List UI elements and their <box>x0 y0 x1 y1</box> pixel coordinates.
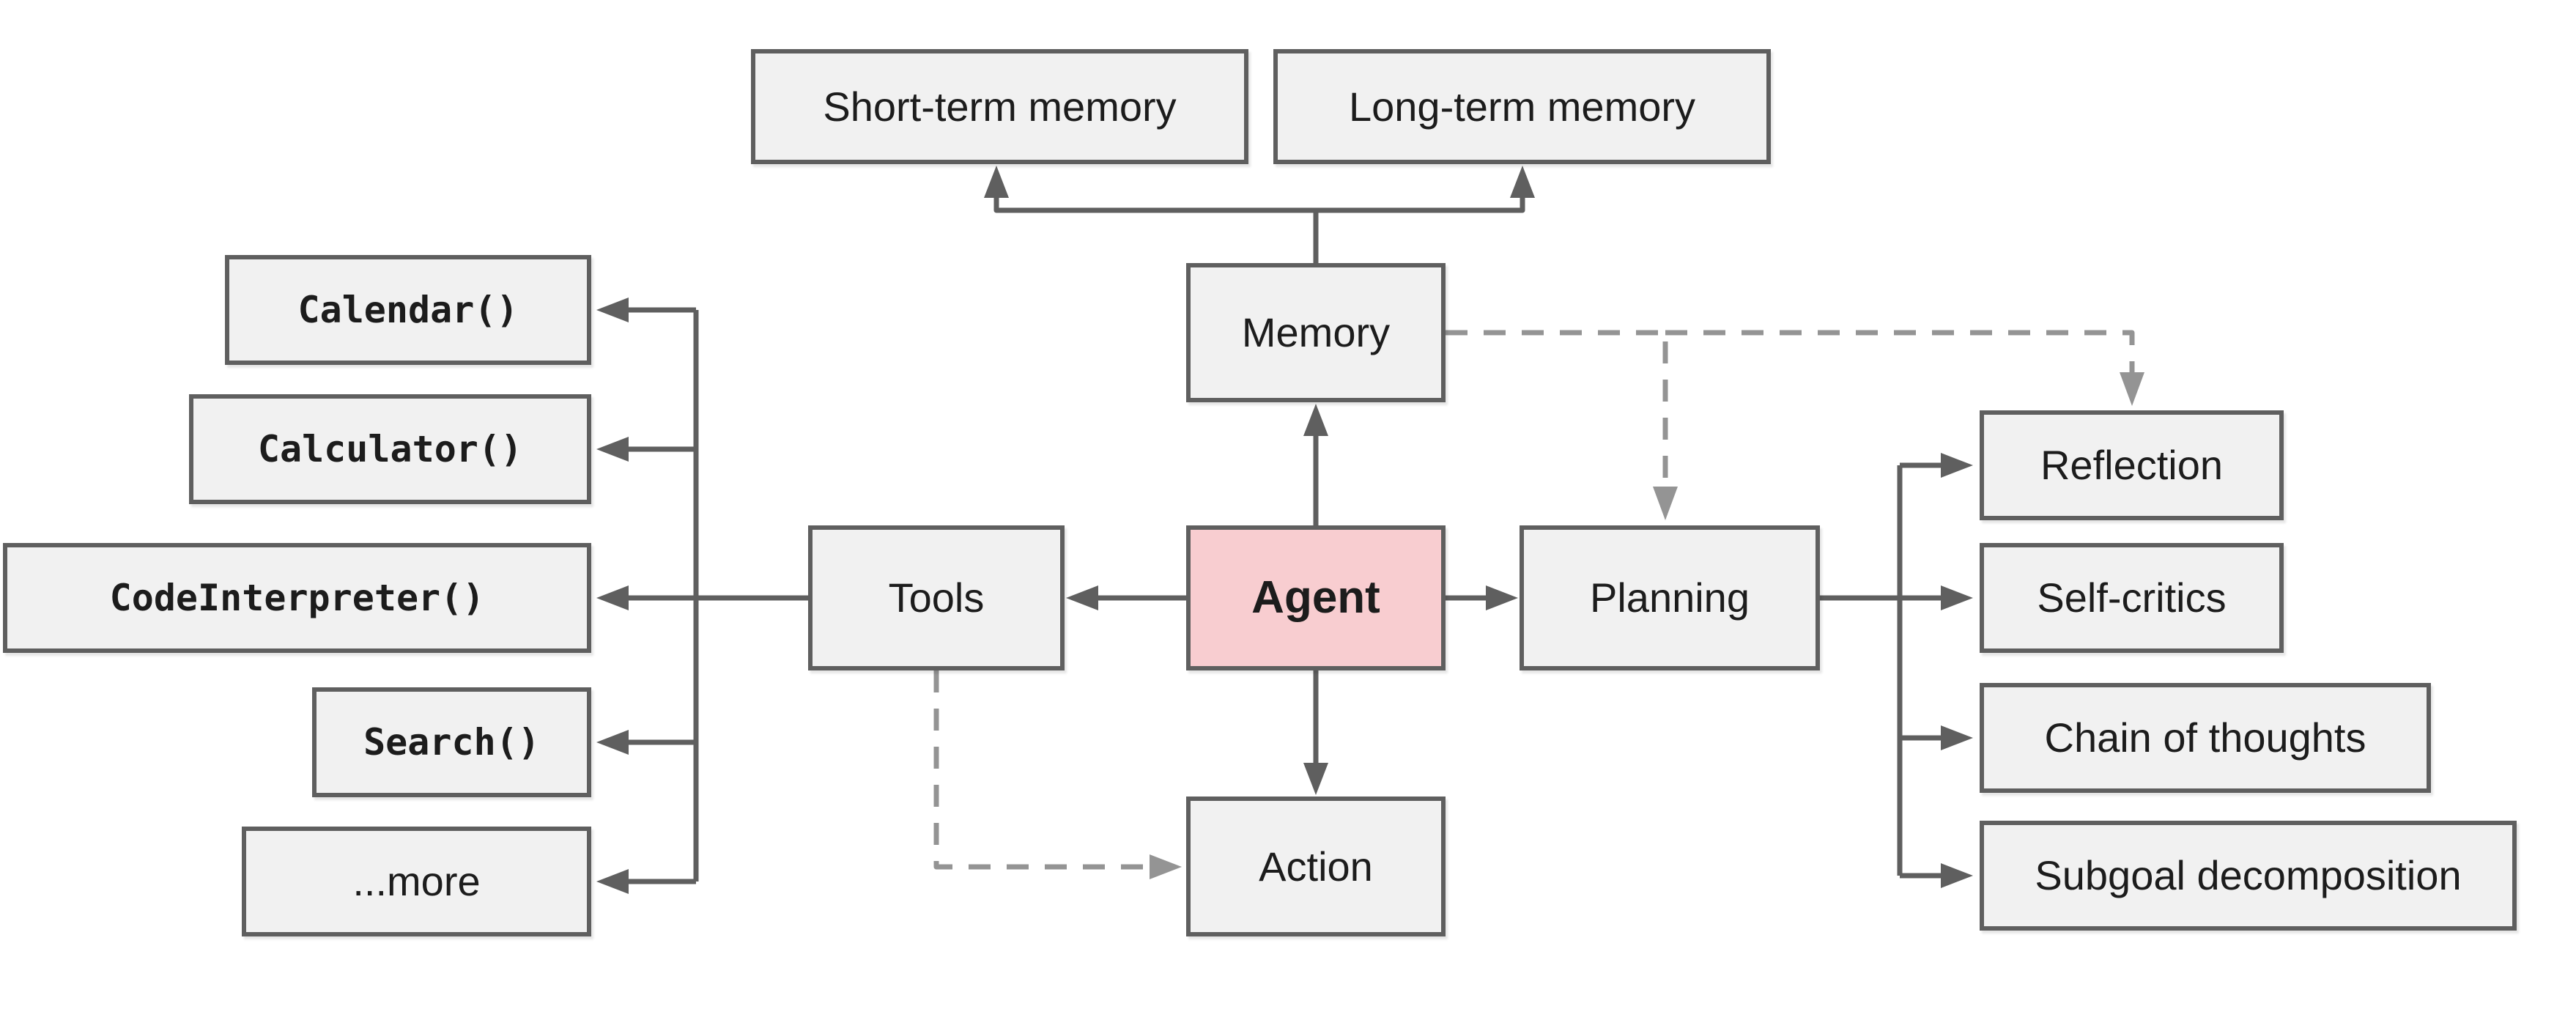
edge-agent-memory <box>1303 404 1328 525</box>
edge-tools-branches <box>596 298 808 894</box>
node-planning-self-critics: Self-critics <box>1980 543 2284 653</box>
node-tools: Tools <box>808 525 1065 670</box>
node-planning-chain-of-thoughts: Chain of thoughts <box>1980 683 2431 793</box>
node-tool-search: Search() <box>312 687 591 797</box>
edge-memory-planning-dashed <box>1446 330 1678 520</box>
node-tool-codeinterpreter: CodeInterpreter() <box>3 543 591 653</box>
planning-subgoal-decomposition-label: Subgoal decomposition <box>2035 852 2462 898</box>
edge-agent-planning <box>1446 585 1518 610</box>
node-planning-reflection: Reflection <box>1980 410 2284 520</box>
node-tool-calendar: Calendar() <box>225 255 591 365</box>
node-action: Action <box>1186 797 1446 936</box>
long-term-memory-label: Long-term memory <box>1348 83 1696 130</box>
tool-calendar-label: Calendar() <box>297 289 519 331</box>
edge-planning-branches <box>1820 453 1973 888</box>
edge-agent-tools <box>1066 585 1186 610</box>
short-term-memory-label: Short-term memory <box>823 83 1177 130</box>
edge-memory-to-term-memories <box>984 166 1535 263</box>
edge-agent-action <box>1303 670 1328 795</box>
node-short-term-memory: Short-term memory <box>751 49 1248 164</box>
agent-label: Agent <box>1251 572 1380 623</box>
node-planning: Planning <box>1520 525 1820 670</box>
node-memory: Memory <box>1186 263 1446 402</box>
tool-calculator-label: Calculator() <box>257 428 523 470</box>
edge-memory-reflection-dashed <box>1665 330 2144 406</box>
node-tool-calculator: Calculator() <box>189 394 591 504</box>
tool-codeinterpreter-label: CodeInterpreter() <box>109 577 485 619</box>
action-label: Action <box>1259 843 1373 890</box>
planning-label: Planning <box>1590 574 1750 621</box>
node-agent: Agent <box>1186 525 1446 670</box>
tool-search-label: Search() <box>363 721 540 764</box>
tool-more-label: ...more <box>352 858 481 904</box>
planning-reflection-label: Reflection <box>2040 442 2224 488</box>
memory-label: Memory <box>1241 309 1391 355</box>
planning-chain-of-thoughts-label: Chain of thoughts <box>2044 714 2366 761</box>
node-long-term-memory: Long-term memory <box>1273 49 1771 164</box>
node-planning-subgoal-decomposition: Subgoal decomposition <box>1980 821 2517 931</box>
node-tool-more: ...more <box>242 827 591 936</box>
tools-label: Tools <box>888 574 985 621</box>
edge-tools-action-dashed <box>933 670 1182 879</box>
planning-self-critics-label: Self-critics <box>2037 574 2227 621</box>
